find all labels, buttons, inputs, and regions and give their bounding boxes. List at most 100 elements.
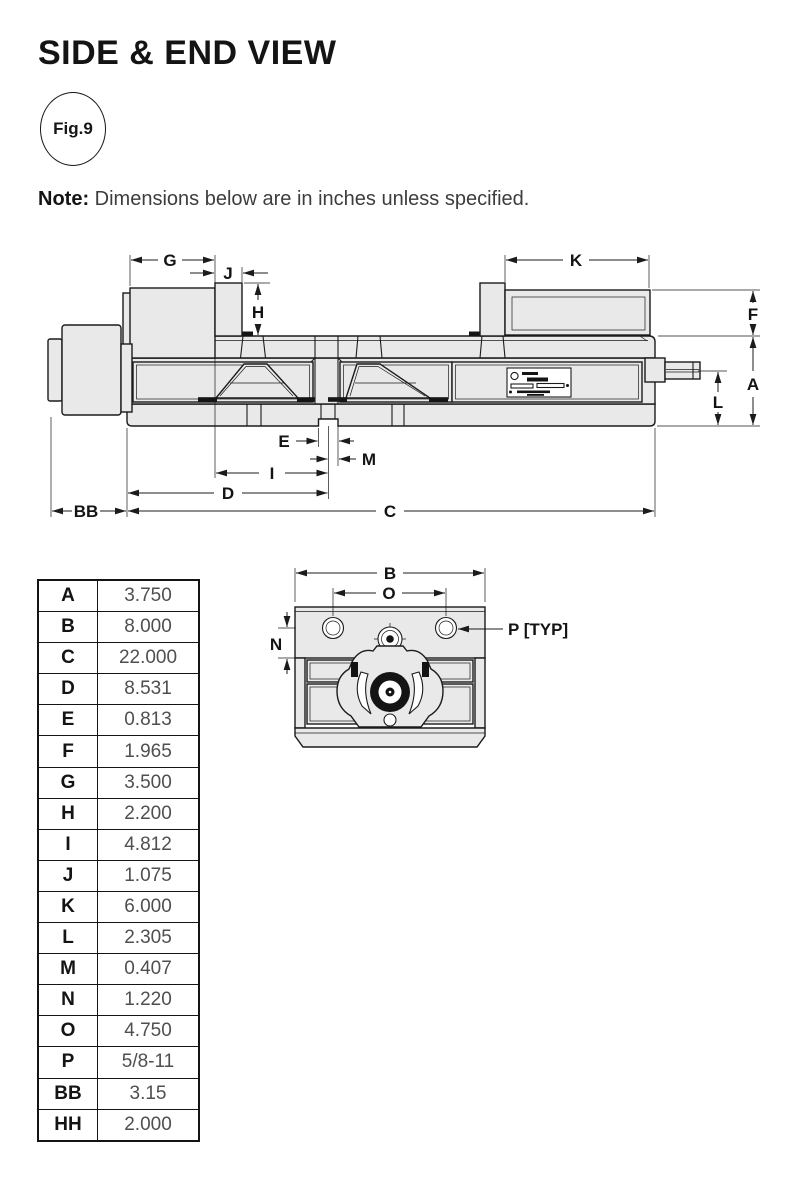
dim-letter: J	[37, 859, 98, 892]
fixed-jaw-block	[129, 287, 216, 359]
dim-label-j: J	[223, 264, 232, 283]
dim-label-k: K	[570, 251, 583, 270]
web-triangle-right	[345, 363, 433, 399]
web-triangle-left	[214, 363, 300, 399]
dim-value: 1.220	[97, 984, 200, 1017]
dim-label-f: F	[748, 305, 758, 324]
dim-label-g: G	[163, 251, 176, 270]
dim-value: 3.15	[97, 1077, 200, 1110]
dim-letter: L	[37, 922, 98, 955]
note-text: Dimensions below are in inches unless sp…	[89, 188, 530, 210]
end-base	[294, 727, 486, 748]
dim-value: 22.000	[97, 642, 200, 675]
dim-label-o: O	[382, 584, 395, 603]
movable-jaw-plate	[479, 282, 506, 337]
dim-value: 8.531	[97, 673, 200, 706]
dim-letter: E	[37, 704, 98, 737]
dim-value: 3.750	[97, 579, 200, 613]
handle-cap	[47, 338, 63, 402]
dim-value: 0.407	[97, 953, 200, 986]
end-wall-left	[294, 657, 306, 729]
handle-body	[61, 324, 122, 416]
vise-top-rail	[126, 335, 656, 359]
dim-letter: D	[37, 673, 98, 706]
side-view-drawing: G J H K F A L E M I D BB C	[47, 251, 760, 521]
dim-label-n: N	[270, 635, 282, 654]
dim-letter: P	[37, 1046, 98, 1079]
dim-label-bb: BB	[74, 502, 99, 521]
figure-badge: Fig.9	[40, 92, 106, 166]
dim-value: 4.812	[97, 828, 200, 861]
dim-letter: C	[37, 642, 98, 675]
dim-label-l: L	[713, 393, 723, 412]
screw-collar	[644, 357, 666, 383]
dim-letter: HH	[37, 1108, 98, 1142]
dim-value: 1.965	[97, 735, 200, 768]
dim-letter: B	[37, 611, 98, 644]
end-wall-right	[474, 657, 486, 729]
note-label: Note:	[38, 188, 90, 210]
dim-value: 5/8-11	[97, 1046, 200, 1079]
dim-value: 2.200	[97, 797, 200, 830]
dim-label-e: E	[278, 432, 289, 451]
dim-letter: N	[37, 984, 98, 1017]
dim-letter: O	[37, 1015, 98, 1048]
handle-connector	[120, 343, 133, 413]
dim-label-i: I	[270, 464, 275, 483]
dimension-arrows	[52, 256, 757, 515]
dim-value: 0.813	[97, 704, 200, 737]
dim-label-a: A	[747, 375, 759, 394]
end-dimension-arrows	[283, 569, 503, 674]
mount-holes	[321, 616, 458, 640]
dim-label-c: C	[384, 502, 396, 521]
dim-value: 6.000	[97, 890, 200, 924]
dim-letter: M	[37, 953, 98, 986]
dim-letter: G	[37, 766, 98, 799]
dim-label-b: B	[384, 564, 396, 583]
extension-lines	[50, 255, 760, 517]
dim-label-d: D	[222, 484, 234, 503]
dim-value: 2.305	[97, 922, 200, 955]
page-title: SIDE & END VIEW	[38, 34, 337, 72]
end-extension-lines	[278, 568, 486, 659]
figure-label: Fig.9	[53, 119, 93, 138]
dim-letter: A	[37, 579, 98, 613]
dim-label-m: M	[362, 450, 376, 469]
fixed-jaw-plate	[214, 282, 243, 337]
dim-letter: I	[37, 828, 98, 861]
screw-shaft	[664, 361, 701, 380]
end-view-drawing: B O N P [TYP]	[270, 564, 568, 748]
dim-letter: K	[37, 890, 98, 924]
dim-label-p: P [TYP]	[508, 620, 568, 639]
vise-base	[126, 403, 656, 427]
dim-value: 1.075	[97, 859, 200, 892]
dim-value: 8.000	[97, 611, 200, 644]
note-line: Note: Dimensions below are in inches unl…	[38, 188, 529, 211]
dim-label-h: H	[252, 303, 264, 322]
dim-value: 2.000	[97, 1108, 200, 1142]
dim-letter: BB	[37, 1077, 98, 1110]
dim-letter: H	[37, 797, 98, 830]
movable-jaw-block	[504, 289, 651, 336]
dim-value: 3.500	[97, 766, 200, 799]
